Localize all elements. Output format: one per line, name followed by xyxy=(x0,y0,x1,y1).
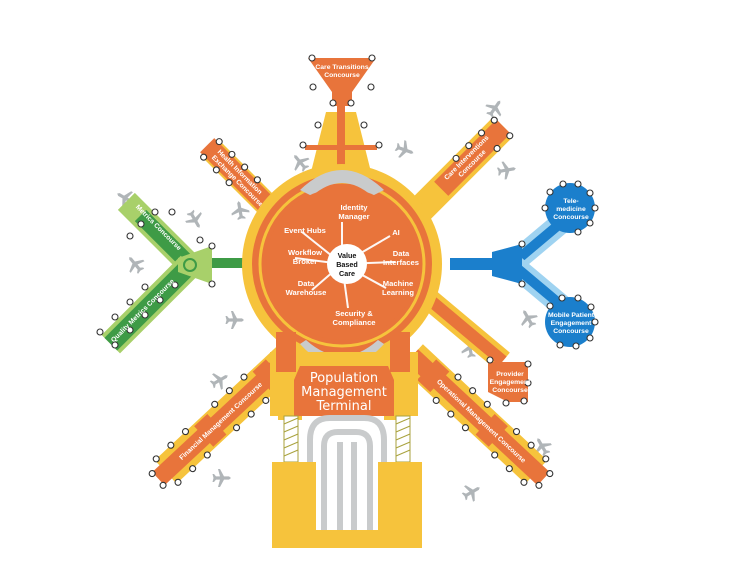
provider-engagement-label-1: Provider xyxy=(496,371,524,378)
event-hubs-label: Event Hubs xyxy=(284,226,326,235)
hub: Value Based Care Identity Manager AI Dat… xyxy=(266,188,419,340)
terminal-label-2: Management xyxy=(301,385,387,400)
operational-management-concourse: Operational Management Concourse xyxy=(401,344,554,489)
terminal-label-3: Terminal xyxy=(316,399,372,414)
ai-label: AI xyxy=(392,228,400,237)
mobile-patient-label-1: Mobile Patient xyxy=(548,312,595,319)
telemedicine-concourse: Tele- medicine Concourse Mobile Patient … xyxy=(450,180,599,350)
identity-manager-label-1: Identity xyxy=(340,203,368,212)
machine-learning-label-1: Machine xyxy=(383,279,413,288)
security-compliance-label-1: Security & xyxy=(335,309,373,318)
identity-manager-label-2: Manager xyxy=(338,212,369,221)
care-transitions-label-2: Concourse xyxy=(324,72,360,79)
provider-engagement-label-2: Engagement xyxy=(490,379,532,386)
care-transitions-label-1: Care Transitions xyxy=(315,64,368,71)
financial-management-label: Financial Management Concourse xyxy=(178,381,264,461)
telemedicine-label-3: Concourse xyxy=(553,214,589,221)
parking-structure xyxy=(272,415,422,548)
mobile-patient-label-3: Concourse xyxy=(553,328,589,335)
care-transitions-concourse: Care Transitions Concourse xyxy=(299,54,383,176)
workflow-broker-label-1: Workflow xyxy=(288,248,322,257)
care-interventions-concourse: Care Interventions Concourse xyxy=(410,116,514,220)
data-interfaces-label-2: Interfaces xyxy=(383,258,419,267)
population-management-terminal: Population Management Terminal xyxy=(270,332,418,416)
provider-engagement-concourse: Provider Engagement Concourse xyxy=(422,291,532,407)
telemedicine-label-1: Tele- xyxy=(563,198,578,205)
value-based-care-core xyxy=(327,244,367,284)
core-label-3: Care xyxy=(339,269,355,278)
core-label-2: Based xyxy=(336,260,358,269)
machine-learning-label-2: Learning xyxy=(382,288,414,297)
data-warehouse-label-2: Warehouse xyxy=(286,288,327,297)
security-compliance-label-2: Compliance xyxy=(332,318,375,327)
top-walkway xyxy=(300,170,384,196)
provider-engagement-label-3: Concourse xyxy=(492,387,528,394)
mobile-patient-label-2: Engagement xyxy=(551,320,593,327)
telemedicine-label-2: medicine xyxy=(556,206,586,213)
workflow-broker-label-2: Broker xyxy=(293,257,318,266)
core-label-1: Value xyxy=(338,251,357,260)
terminal-label-1: Population xyxy=(310,371,378,386)
data-interfaces-label-1: Data xyxy=(393,249,410,258)
data-warehouse-label-1: Data xyxy=(298,279,315,288)
